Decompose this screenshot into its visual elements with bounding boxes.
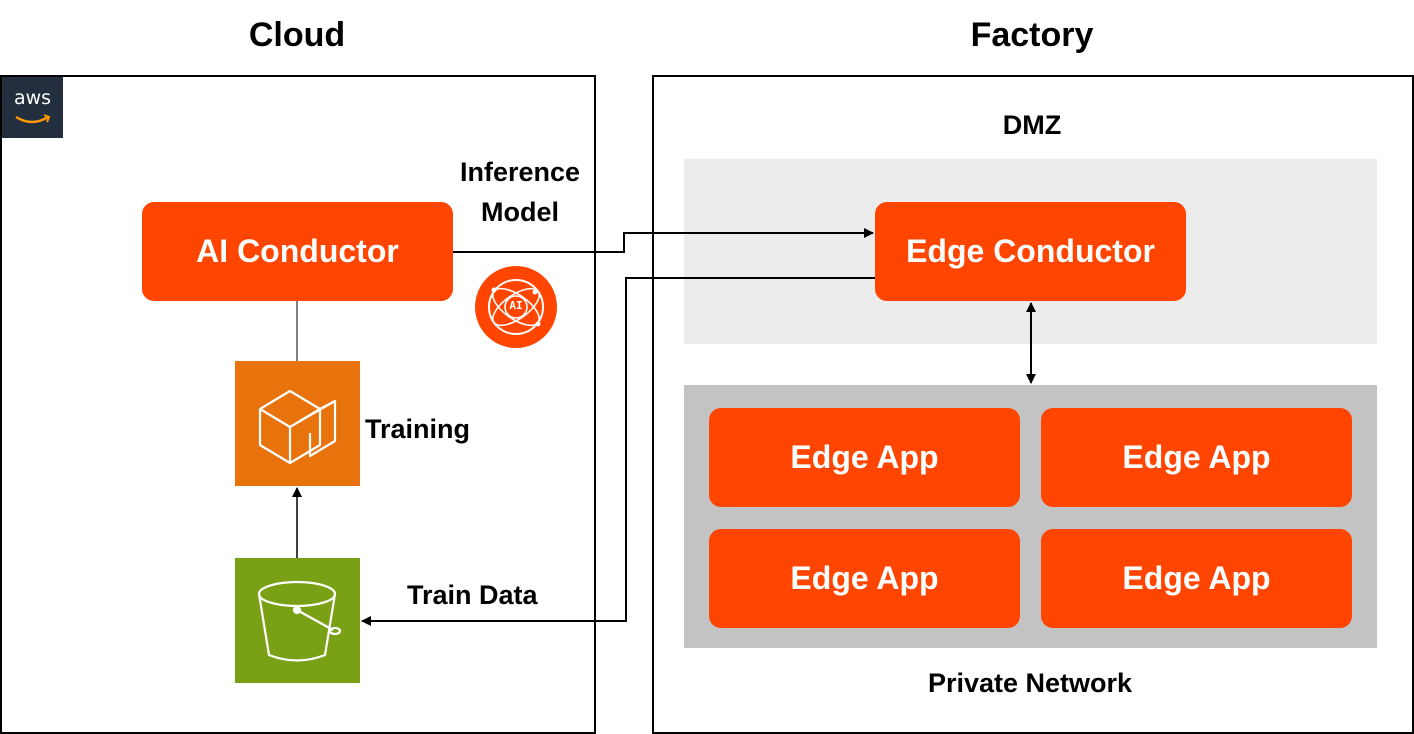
- aws-logo-text: aws: [13, 87, 52, 109]
- edge-app-box: Edge App: [1041, 408, 1352, 507]
- edge-app-box: Edge App: [709, 408, 1020, 507]
- cloud-title: Cloud: [248, 16, 346, 54]
- s3-bucket-icon: [235, 558, 360, 683]
- train-data-label: Train Data: [407, 580, 538, 610]
- inference-model-label-line1: Inference: [459, 157, 581, 187]
- edge-app-box: Edge App: [1041, 529, 1352, 628]
- edge-app-box: Edge App: [709, 529, 1020, 628]
- edge-conductor-box: Edge Conductor: [875, 202, 1186, 301]
- ai-conductor-box: AI Conductor: [142, 202, 453, 301]
- inference-model-label-line2: Model: [481, 197, 559, 227]
- training-label: Training: [365, 414, 471, 444]
- dmz-label: DMZ: [1002, 110, 1062, 140]
- inference-model-arrow: [453, 228, 874, 253]
- aws-smile-icon: [15, 114, 51, 124]
- ai-orbit-icon: AI: [475, 266, 557, 348]
- private-network-label: Private Network: [927, 668, 1133, 698]
- sagemaker-cube-icon: [235, 361, 360, 486]
- ai-badge-text: AI: [509, 299, 523, 312]
- train-data-arrow: [361, 277, 875, 626]
- inference-model-label: Inference Model: [440, 152, 600, 232]
- factory-title: Factory: [970, 16, 1094, 54]
- aws-logo: aws: [2, 77, 63, 138]
